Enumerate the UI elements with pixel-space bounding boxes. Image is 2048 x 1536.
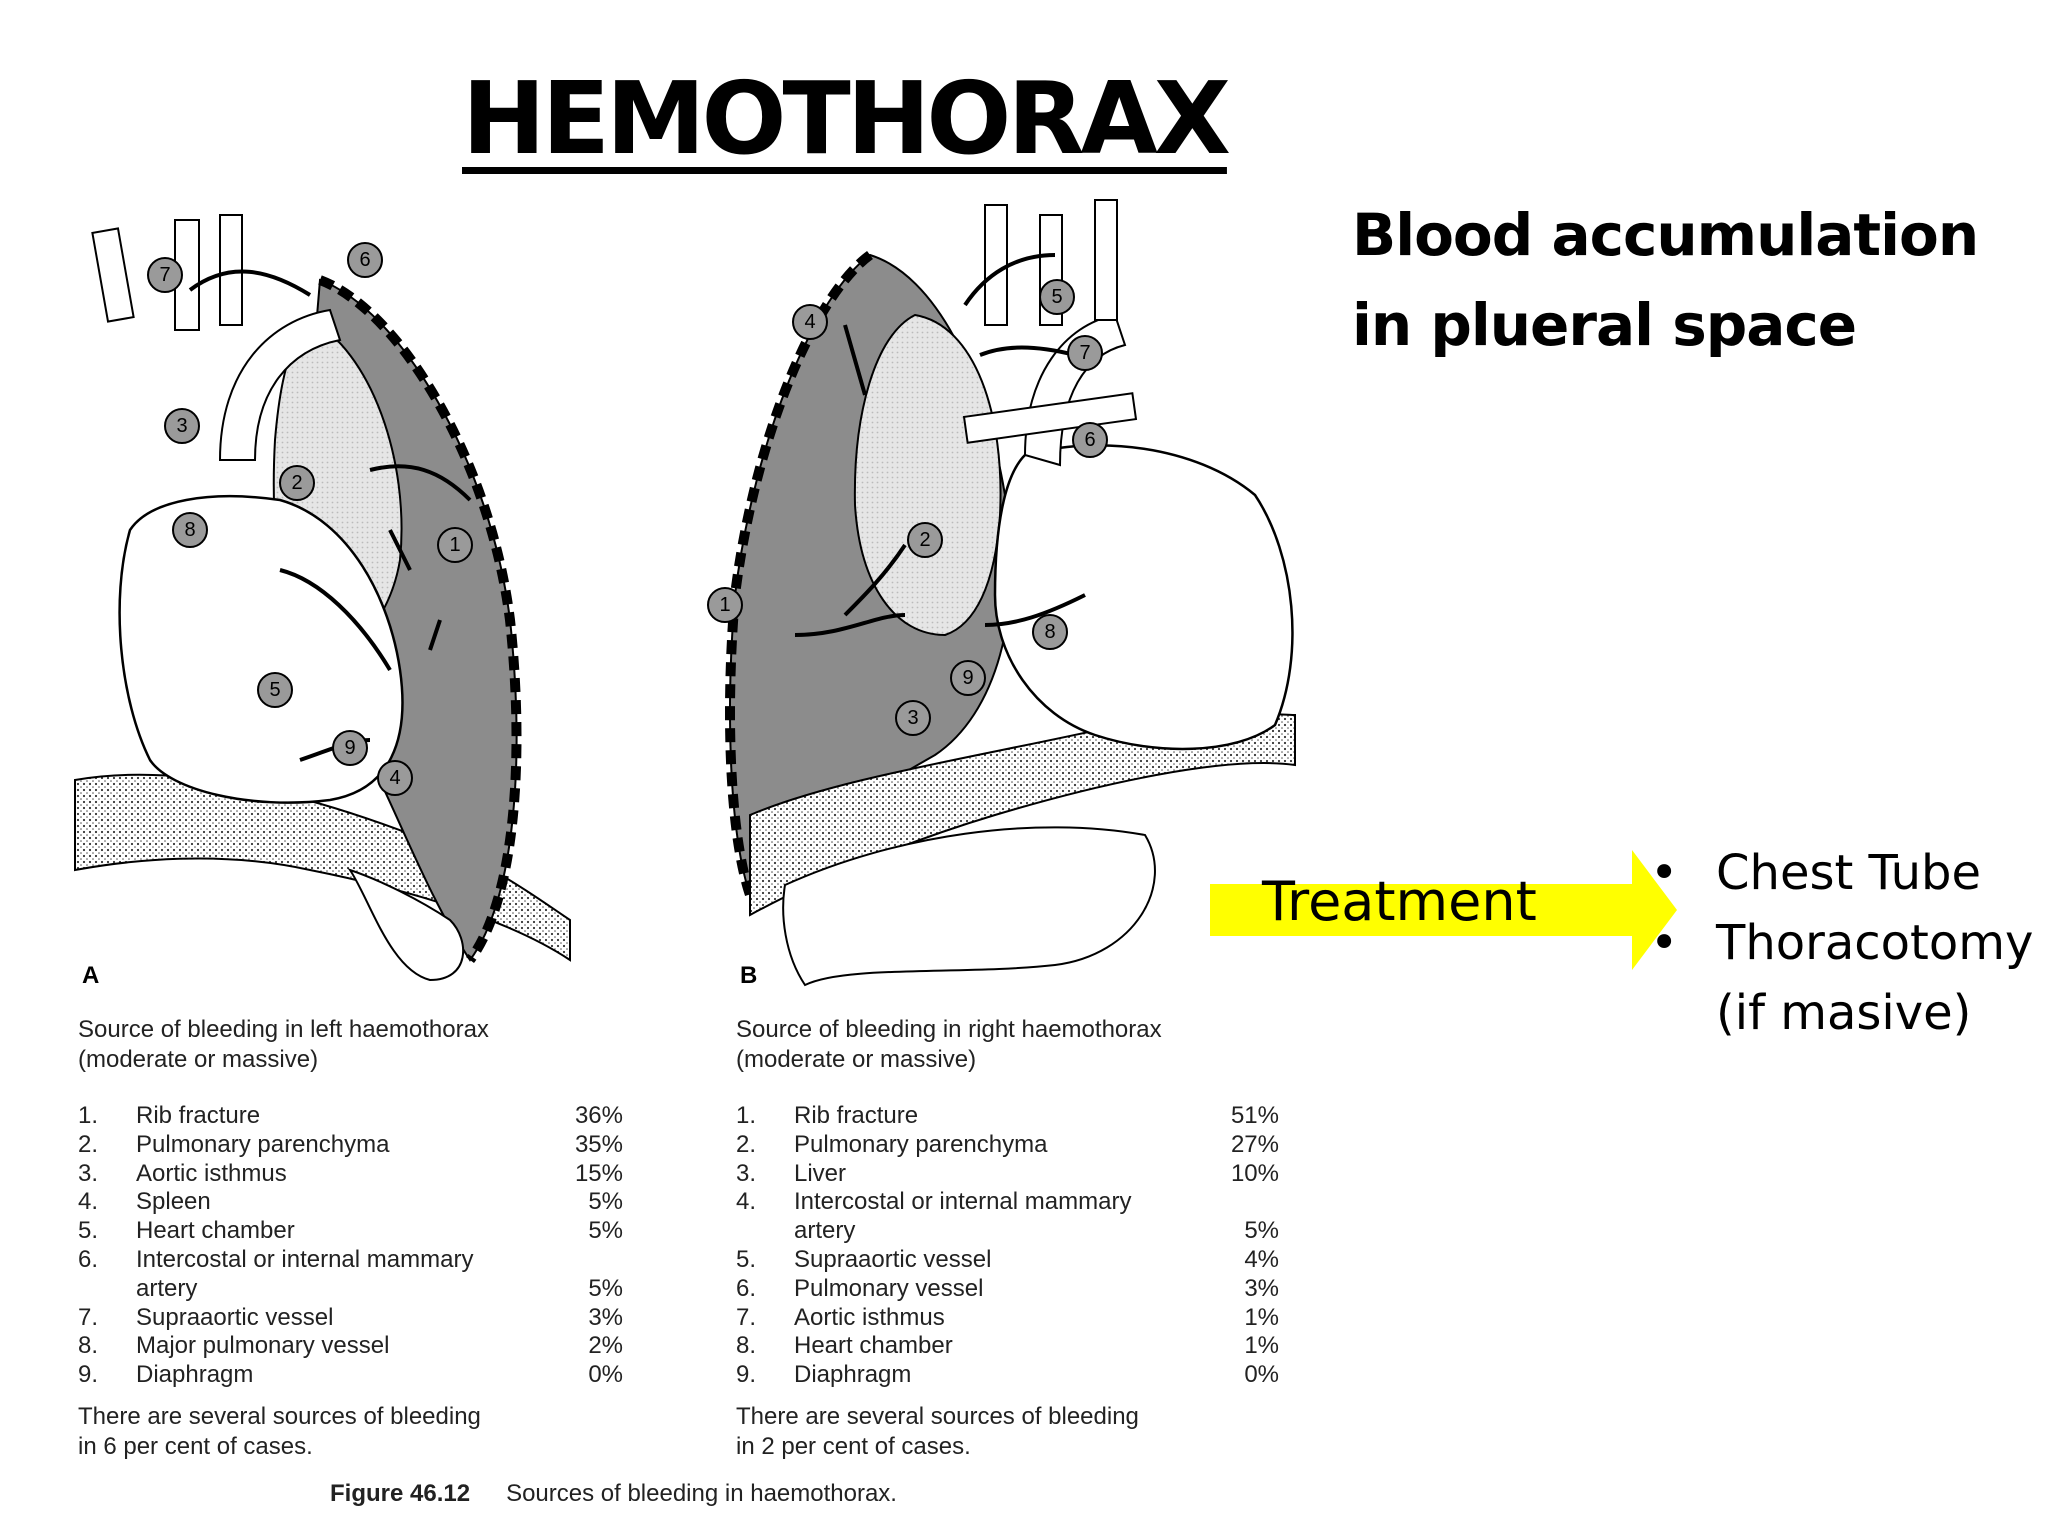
marker-7-label: 7 [1079, 342, 1090, 364]
list-item: • Thoracotomy (if masive) [1650, 908, 2033, 1048]
marker-8-label: 8 [184, 519, 195, 541]
table-row: 6.Intercostal or internal mammary [78, 1245, 474, 1273]
marker-4-label: 4 [389, 767, 400, 789]
marker-8-label: 8 [1044, 621, 1055, 643]
figure-number: Figure 46.12 [330, 1480, 471, 1507]
bullet-icon: • [1650, 845, 1679, 901]
marker-6 [347, 242, 383, 278]
panel-a-footnote: There are several sources of bleeding in… [78, 1402, 481, 1462]
illustration-left-haemothorax: 7 3 8 2 6 1 5 9 4 [74, 214, 571, 982]
marker-7-label: 7 [159, 264, 170, 286]
treatment-arrow-shape [1210, 850, 1677, 970]
marker-5-label: 5 [1051, 286, 1062, 308]
treatment-label: Treatment [1262, 870, 1537, 933]
slide-title: HEMOTHORAX [462, 60, 1231, 177]
treatment-arrow [1210, 850, 1677, 970]
marker-4 [377, 760, 413, 796]
marker-8 [172, 512, 208, 548]
panel-b-letter: B [740, 962, 758, 989]
marker-2-label: 2 [919, 529, 930, 551]
marker-7 [1067, 335, 1103, 371]
marker-6-label: 6 [359, 249, 370, 271]
marker-9 [950, 660, 986, 696]
treatment-item-subtext: (if masive) [1716, 985, 1972, 1041]
marker-1 [707, 587, 743, 623]
panel-b-caption: Source of bleeding in right haemothorax … [736, 1015, 1162, 1075]
illustration-right-haemothorax: 4 5 7 6 2 1 8 9 3 [707, 199, 1296, 987]
marker-5 [1039, 279, 1075, 315]
marker-1 [437, 527, 473, 563]
heart-shape [993, 444, 1294, 751]
marker-3-label: 3 [907, 707, 918, 729]
marker-group-left [147, 242, 473, 796]
treatment-list: • Chest Tube • Thoracotomy (if masive) [1650, 838, 2033, 1048]
panel-b-footnote-line2: in 2 per cent of cases. [736, 1433, 971, 1460]
panel-a-footnote-line1: There are several sources of bleeding [78, 1403, 481, 1430]
panel-a-footnote-line2: in 6 per cent of cases. [78, 1433, 313, 1460]
marker-9-label: 9 [344, 737, 355, 759]
marker-3 [164, 408, 200, 444]
figure-caption: Figure 46.12 Sources of bleeding in haemo… [330, 1480, 897, 1508]
marker-2 [907, 522, 943, 558]
marker-5-label: 5 [269, 679, 280, 701]
liver-shape [782, 826, 1156, 987]
panel-a-caption: Source of bleeding in left haemothorax (… [78, 1015, 489, 1075]
slide-subtitle: Blood accumulation in plueral space [1352, 201, 1979, 359]
panel-b-footnote-line1: There are several sources of bleeding [736, 1403, 1139, 1430]
panel-b-caption-line2: (moderate or massive) [736, 1046, 977, 1073]
marker-7 [147, 257, 183, 293]
treatment-item-text: Chest Tube [1716, 845, 1982, 901]
panel-a-caption-line2: (moderate or massive) [78, 1046, 319, 1073]
table-row: 4.Intercostal or internal mammary [736, 1188, 1132, 1216]
spleen-shape [347, 868, 464, 982]
aorta-shape [218, 308, 342, 461]
marker-1-label: 1 [719, 594, 730, 616]
marker-9 [332, 730, 368, 766]
marker-4-label: 4 [804, 311, 815, 333]
marker-5 [257, 672, 293, 708]
marker-2-label: 2 [291, 472, 302, 494]
panel-a-letter: A [82, 962, 100, 989]
marker-6 [1072, 422, 1108, 458]
marker-6-label: 6 [1084, 429, 1095, 451]
panel-b-footnote: There are several sources of bleeding in… [736, 1402, 1139, 1462]
bullet-icon: • [1650, 915, 1679, 971]
panel-a-caption-line1: Source of bleeding in left haemothorax [78, 1016, 489, 1043]
marker-group-right [707, 279, 1108, 736]
marker-3-label: 3 [176, 415, 187, 437]
marker-9-label: 9 [962, 667, 973, 689]
marker-4 [792, 304, 828, 340]
list-item: • Chest Tube [1650, 838, 2033, 908]
marker-3 [895, 700, 931, 736]
marker-8 [1032, 614, 1068, 650]
figure-caption-text: Sources of bleeding in haemothorax. [506, 1480, 897, 1507]
marker-2 [279, 465, 315, 501]
marker-1-label: 1 [449, 534, 460, 556]
lung-shape [853, 313, 1002, 637]
treatment-item-text: Thoracotomy [1716, 915, 2034, 971]
panel-b-caption-line1: Source of bleeding in right haemothorax [736, 1016, 1162, 1043]
